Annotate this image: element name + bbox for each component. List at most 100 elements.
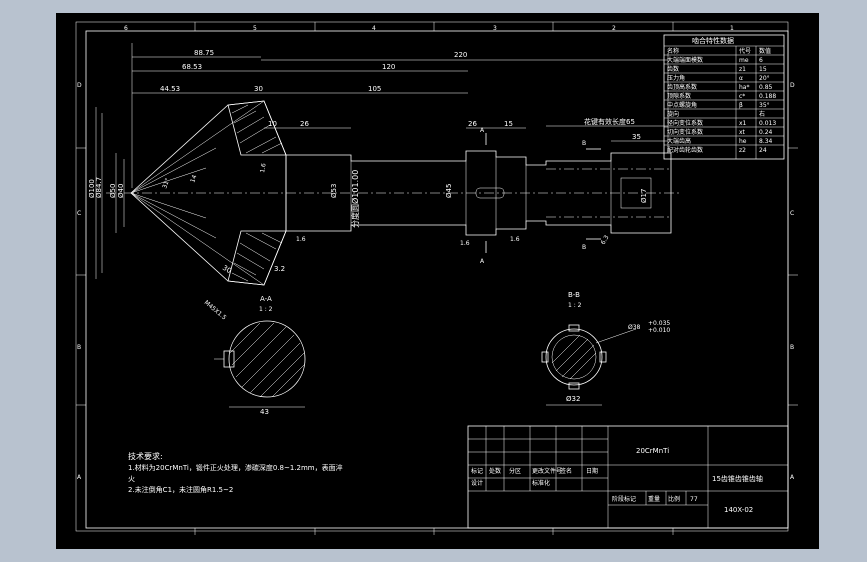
tb-date: 日期 (586, 467, 598, 475)
roughness-1-6a: 1.6 (296, 236, 306, 243)
param-cell: 齿数 (667, 65, 679, 73)
dim-35: 35 (632, 133, 641, 141)
dim-phi40: Ø40 (117, 184, 125, 198)
dim-spline-length: 花键有效长度65 (584, 117, 635, 126)
param-cell: 径向变位系数 (667, 119, 703, 127)
section-bb-tol-a: +0.035 (648, 320, 670, 327)
tb-weight: 重量 (648, 495, 660, 503)
zone-right-d: D (790, 82, 795, 89)
param-cell: ha* (739, 84, 749, 91)
dim-88-75: 88.75 (194, 49, 214, 57)
param-cell: 配对齿轮齿数 (667, 146, 703, 154)
tb-mark: 标记 (471, 467, 483, 475)
tb-zone: 分区 (509, 467, 521, 475)
section-mark-a-top: A (480, 127, 485, 134)
dim-phi100: Ø100 (88, 179, 96, 198)
zone-left-d: D (77, 82, 82, 89)
param-cell: 压力角 (667, 74, 685, 82)
dim-phi84-7: Ø84.7 (95, 177, 103, 198)
section-mark-a-bottom: A (480, 258, 485, 265)
title-block: 20CrMnTi 15齿锥齿锥齿轴 140X-02 标记 处数 分区 更改文件号… (467, 425, 789, 529)
hatching-upper (231, 104, 283, 154)
zone-top-3: 3 (493, 25, 497, 32)
section-bb-spline: Ø38 (628, 324, 641, 331)
param-cell: 8.34 (759, 138, 773, 145)
zone-left-c: C (77, 210, 81, 217)
dim-3-2: 3.2 (274, 265, 285, 273)
technical-notes: 技术要求: 1.材料为20CrMnTi，锻件正火处理，渗碳深度0.8~1.2mm… (128, 451, 343, 494)
param-cell: β (739, 102, 743, 109)
section-bb-diameter: Ø32 (566, 395, 580, 403)
dim-68-53: 68.53 (182, 63, 202, 71)
zone-right-c: C (790, 210, 794, 217)
param-cell: xt (739, 129, 746, 136)
roughness-1-6b: 1.6 (460, 240, 470, 247)
section-mark-b-bottom: B (582, 244, 586, 251)
param-cell: 35° (759, 102, 770, 109)
dim-120: 120 (382, 63, 395, 71)
inner-frame (85, 30, 789, 529)
param-cell: 20° (759, 75, 770, 82)
shaft-body (286, 150, 672, 236)
zone-top-6: 6 (124, 25, 128, 32)
zone-right-b: B (790, 344, 794, 351)
section-bb-scale: 1 : 2 (568, 302, 582, 309)
bevel-gear-head (130, 100, 287, 286)
notes-title: 技术要求: (128, 451, 163, 461)
hatching-lower (231, 232, 283, 282)
dim-30a: 30 (254, 85, 263, 93)
tb-sign: 签名 (560, 467, 572, 475)
zone-top-2: 2 (612, 25, 616, 32)
dim-105: 105 (368, 85, 381, 93)
dim-26b: 26 (468, 120, 477, 128)
param-cell: 6 (759, 57, 763, 64)
dim-phi50: Ø50 (109, 184, 117, 198)
tb-zone-value: 77 (690, 496, 698, 503)
tb-stage: 阶段标记 (612, 495, 636, 503)
roughness-6-3: 6.3 (600, 234, 611, 246)
param-cell: he (739, 138, 747, 145)
zone-top-1: 1 (730, 25, 734, 32)
notes-line2: 2.未注倒角C1，未注圆角R1.5~2 (128, 485, 233, 494)
tb-change-doc: 更改文件号 (532, 467, 562, 475)
tb-material: 20CrMnTi (636, 447, 669, 455)
tb-design: 设计 (471, 479, 483, 487)
zone-top-4: 4 (372, 25, 376, 32)
dim-30b: 30 (221, 264, 233, 275)
param-cell: z2 (739, 147, 746, 154)
drawing-viewport[interactable]: 6 5 4 3 2 1 D C B A D C B A (56, 13, 819, 549)
param-cell: x1 (739, 120, 747, 127)
param-cell: z1 (739, 66, 746, 73)
section-aa-thread: M45X1.5 (203, 299, 228, 321)
tb-count: 处数 (489, 467, 501, 475)
param-cell: 0.85 (759, 84, 773, 91)
dim-phi17: Ø17 (640, 189, 648, 203)
section-aa: A-A 1 : 2 43 M45X1.5 (203, 295, 306, 416)
dim-15: 15 (504, 120, 513, 128)
param-cell: 大端齿高 (667, 137, 691, 145)
dim-26a: 26 (300, 120, 309, 128)
tb-standardization: 标准化 (532, 479, 550, 487)
zone-right-a: A (790, 474, 795, 481)
param-cell: 大端端面模数 (667, 56, 703, 64)
param-cell: 切向变位系数 (667, 128, 703, 136)
section-aa-scale: 1 : 2 (259, 306, 273, 313)
param-cell: 15 (759, 66, 767, 73)
tb-part-name: 15齿锥齿锥齿轴 (712, 474, 763, 483)
param-cell: 右 (759, 110, 765, 118)
param-cell: 旋向 (667, 110, 679, 118)
param-cell: 齿顶高系数 (667, 83, 697, 91)
param-cell: 0.24 (759, 129, 773, 136)
section-mark-b-top: B (582, 140, 586, 147)
notes-line1: 1.材料为20CrMnTi，锻件正火处理，渗碳深度0.8~1.2mm，表面淬 (128, 463, 343, 472)
keyway (475, 187, 505, 199)
notes-line1b: 火 (128, 475, 135, 483)
section-bb-tol-b: +0.010 (648, 327, 670, 334)
param-cell: 0.188 (759, 93, 776, 100)
param-header-cell: 数值 (759, 47, 771, 55)
dim-10: 10 (268, 120, 277, 128)
dim-14: 14 (189, 174, 198, 184)
roughness-1-6c: 1.6 (510, 236, 520, 243)
param-cell: 顶隙系数 (667, 92, 691, 100)
